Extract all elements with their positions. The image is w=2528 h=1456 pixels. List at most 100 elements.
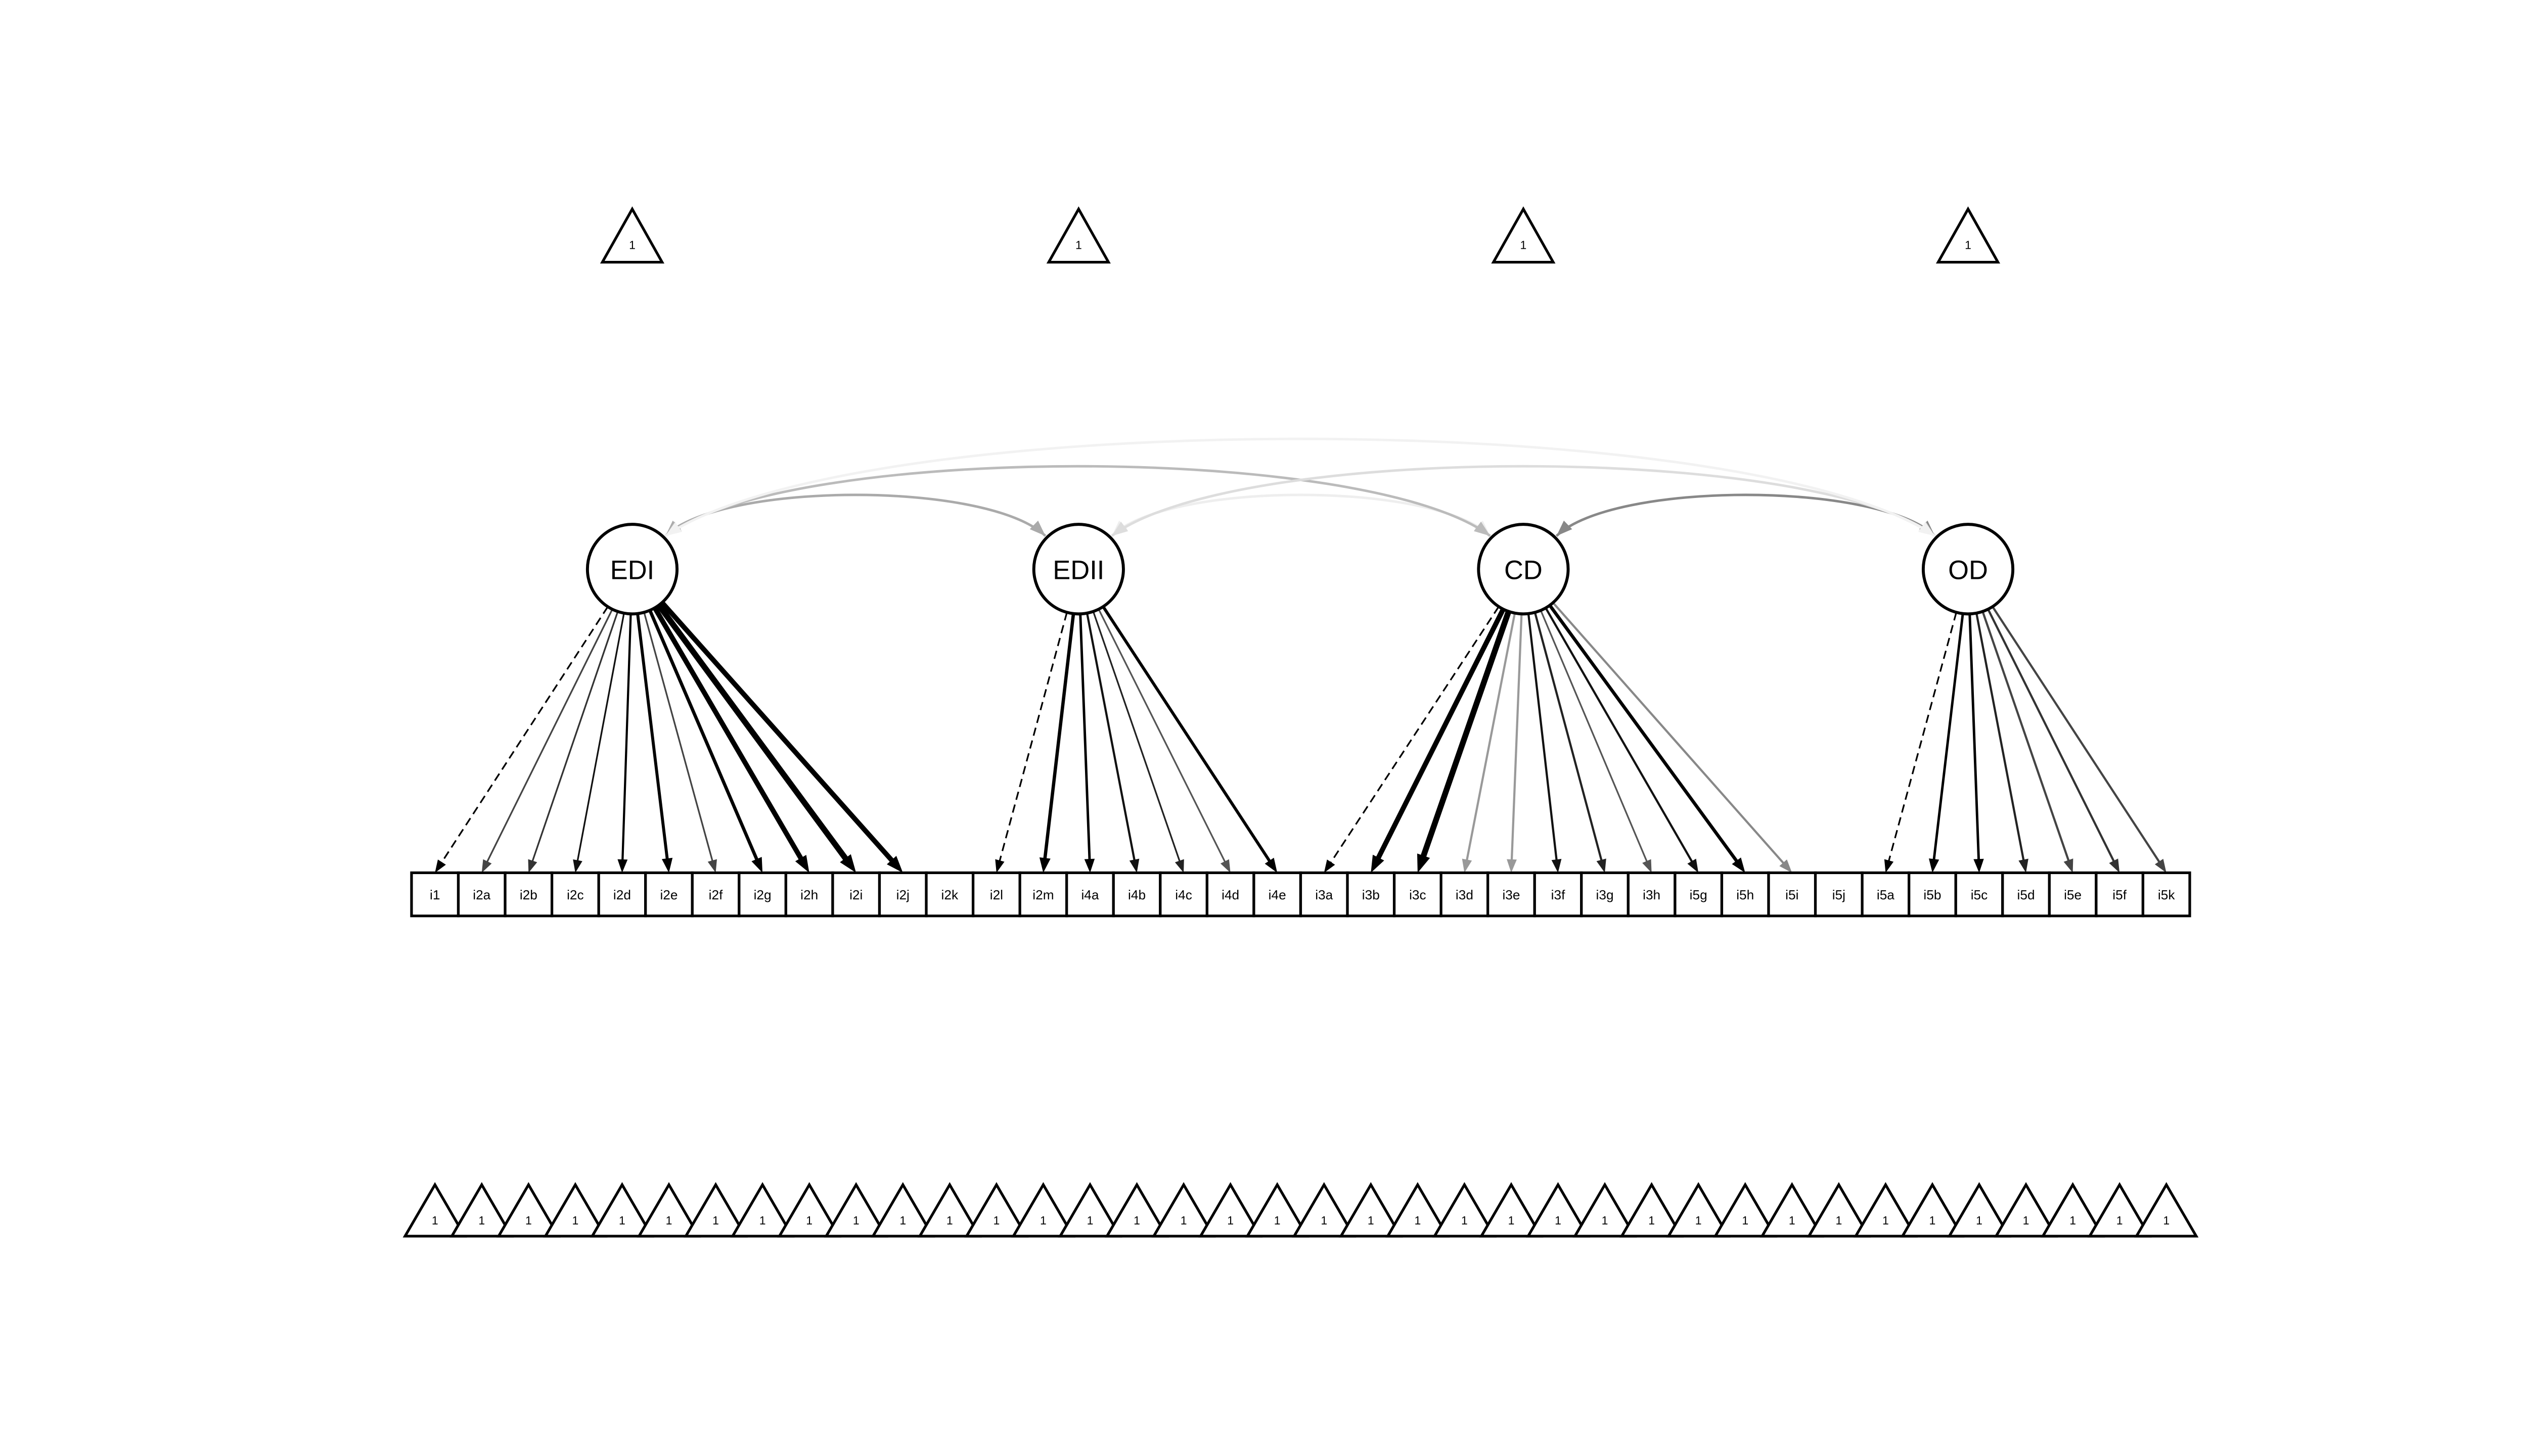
item-i4c: i4c [1159,871,1208,918]
loading-path [1510,614,1523,861]
item-label: i2b [520,887,537,902]
constant-label: 1 [712,1214,719,1227]
constant-label: 1 [1602,1214,1608,1227]
arrowhead-icon [481,859,492,873]
constant-label: 1 [1882,1214,1889,1227]
loading-path [643,612,714,862]
constant-label: 1 [629,238,636,251]
item-i4e: i4e [1252,871,1302,918]
loading-OD-i5b [1928,613,1964,873]
constant-label: 1 [1555,1214,1561,1227]
item-label: i4c [1175,887,1192,902]
loading-OD-i5c [1968,614,1984,873]
intercept-triangle-i2l: 1 [964,1182,1029,1238]
constant-label: 1 [1508,1214,1515,1227]
triangle-icon [2040,1182,2105,1238]
constant-label: 1 [759,1214,766,1227]
constant-label: 1 [1274,1214,1281,1227]
item-box [457,871,507,918]
arrowhead-icon [1551,858,1562,873]
intercept-triangle-i5g: 1 [1666,1182,1731,1238]
loading-EDII-i4b [1086,613,1140,873]
triangle-icon [871,1182,935,1238]
item-i3e: i3e [1486,871,1536,918]
latent-label: EDI [610,555,655,585]
item-label: i2d [613,887,631,902]
triangle-icon [1151,1182,1216,1238]
latent-EDII: EDII [1032,523,1125,616]
loading-CD-i3e [1507,614,1523,873]
arrowhead-icon [1642,859,1652,873]
item-i2e: i2e [644,871,694,918]
loading-path [1102,606,1272,863]
item-i4b: i4b [1112,871,1162,918]
arrowhead-icon [665,522,682,536]
triangle-icon [1292,1182,1357,1238]
item-i2b: i2b [504,871,554,918]
constant-label: 1 [572,1214,578,1227]
covariance-arc [664,437,1936,537]
item-box [1533,871,1583,918]
intercept-triangle-i3a: 1 [1292,1182,1357,1238]
triangle-icon [1338,1182,1403,1238]
covariance-arc [1555,493,1936,537]
triangle-icon [1853,1182,1918,1238]
arrowhead-icon [1371,854,1384,873]
arrowhead-icon [1324,859,1335,873]
item-i5k: i5k [2141,871,2191,918]
item-i2l: i2l [971,871,1021,918]
arrowhead-icon [1507,859,1517,873]
item-box [1299,871,1349,918]
intercept-triangle-i5i: 1 [1759,1182,1824,1238]
item-label: i3h [1643,887,1660,902]
constant-label: 1 [2116,1214,2123,1227]
item-label: i2m [1032,887,1054,902]
item-i5c: i5c [1954,871,2004,918]
loading-CD-i3a [1324,606,1500,873]
loading-path [652,606,804,861]
triangle-icon [1900,1182,1965,1238]
loading-EDI-i2a [481,609,613,873]
intercept-triangle-i2j: 1 [871,1182,935,1238]
item-label: i2f [709,887,723,902]
arrowhead-icon [528,859,537,873]
arrowhead-icon [2154,858,2166,873]
constant-label: 1 [2069,1214,2076,1227]
triangle-icon [543,1182,608,1238]
item-box [971,871,1021,918]
item-label: i3c [1409,887,1426,902]
constant-label: 1 [1040,1214,1047,1227]
constant-label: 1 [853,1214,860,1227]
item-i1: i1 [410,871,460,918]
intercept-triangle-i2h: 1 [777,1182,842,1238]
loading-path [636,613,669,860]
loading-EDI-i2e [636,613,673,873]
constant-label: 1 [806,1214,812,1227]
item-label: i4b [1128,887,1146,902]
item-label: i5h [1736,887,1754,902]
item-box [1814,871,1864,918]
item-i2a: i2a [457,871,507,918]
loading-path [440,606,609,864]
item-i2c: i2c [550,871,600,918]
intercept-triangle-i2a: 1 [449,1182,514,1238]
loading-path [648,609,759,862]
intercept-triangle-i5f: 1 [2087,1182,2152,1238]
item-box [644,871,694,918]
intercept-triangle-i4a: 1 [1058,1182,1122,1238]
constant-label: 1 [993,1214,1000,1227]
loading-path [1987,609,2115,863]
item-box [831,871,881,918]
latent-OD: OD [1921,523,2015,616]
triangle-icon [917,1182,982,1238]
loading-OD-i5e [1981,611,2073,873]
constant-label: 1 [1368,1214,1374,1227]
triangle-icon [730,1182,795,1238]
loading-path [531,611,619,863]
intercept-triangle-i3h: 1 [1619,1182,1684,1238]
item-i4d: i4d [1205,871,1255,918]
item-i5g: i5g [1674,871,1724,918]
arrowhead-icon [617,859,628,873]
intercept-triangle-i2i: 1 [824,1182,888,1238]
triangle-icon [1046,206,1111,264]
